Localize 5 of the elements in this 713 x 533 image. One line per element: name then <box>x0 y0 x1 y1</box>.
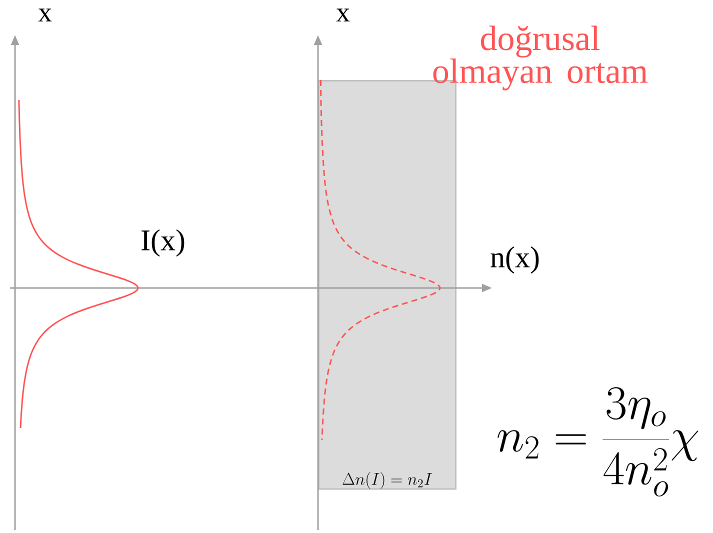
axis-label: n(x) <box>490 246 539 274</box>
axis-label: x <box>38 8 52 22</box>
axis-label: x <box>336 8 350 22</box>
equation: $n_2 = \frac{3\eta_o}{4n_o^2}\chi$ <box>498 387 698 496</box>
axis-label: I(x) <box>142 229 184 257</box>
